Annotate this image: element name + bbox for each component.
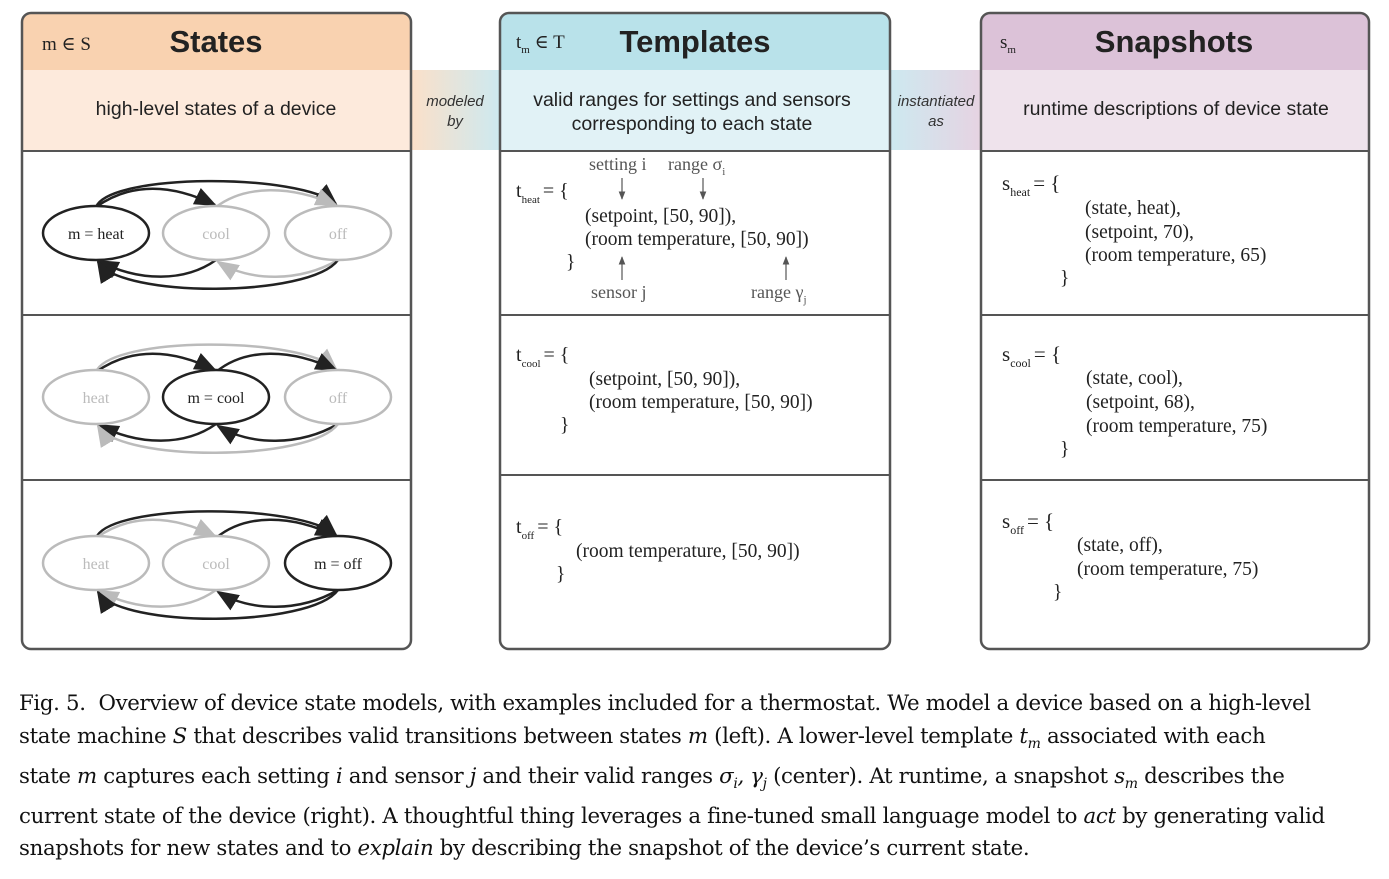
state-node-off [283, 534, 393, 592]
snapshots-subtitle: runtime descriptions of device state [1023, 98, 1329, 120]
template-cool-line2: (room temperature, [50, 90]) [589, 392, 813, 413]
state-node-off [283, 368, 393, 426]
state-label: heat [83, 390, 110, 407]
snapshot-cool-line2: (setpoint, 68), [1086, 392, 1195, 413]
state-label: off [329, 390, 348, 407]
caption-line-5: snapshots for new states and to explain … [19, 836, 1030, 862]
templates-title: Templates [619, 24, 770, 59]
annotation-sensor-j: sensor j [591, 282, 647, 302]
state-machine-off: heat cool m = off [41, 510, 393, 620]
snapshot-off-line1: (state, off), [1077, 535, 1163, 556]
snapshot-off: soff= { (state, off), (room temperature,… [1002, 509, 1258, 603]
snapshot-cool-name: scool= { [1002, 342, 1061, 370]
template-cool: tcool= { (setpoint, [50, 90]), (room tem… [516, 344, 813, 436]
snapshot-heat-line3: (room temperature, 65) [1085, 245, 1266, 266]
template-heat: theat= { setting i range σi (setpoint, [… [516, 154, 809, 306]
state-label: cool [202, 226, 230, 243]
templates-symbol: tm ∈ T [516, 32, 565, 56]
states-subtitle: high-level states of a device [96, 98, 337, 120]
state-node-cool [161, 368, 271, 426]
caption-line-3: state m captures each setting i and sens… [19, 763, 1285, 792]
template-heat-line2: (room temperature, [50, 90]) [585, 229, 809, 250]
state-node-heat [41, 204, 151, 262]
state-label: heat [83, 556, 110, 573]
annotation-range-sigma: range σi [668, 154, 725, 178]
template-cool-name: tcool= { [516, 344, 569, 370]
state-node-cool [161, 204, 271, 262]
state-node-heat [41, 368, 151, 426]
template-cool-line1: (setpoint, [50, 90]), [589, 369, 740, 390]
state-node-heat [41, 534, 151, 592]
snapshot-heat-name: sheat= { [1002, 171, 1060, 199]
state-label: m = heat [68, 226, 125, 243]
state-node-cool [161, 534, 271, 592]
snapshot-cool: scool= { (state, cool), (setpoint, 68), … [1002, 342, 1267, 460]
template-off: toff= { (room temperature, [50, 90]) } [516, 516, 800, 585]
modeled-by-connector: modeled by [411, 70, 500, 150]
instantiated-as-connector: instantiated as [890, 70, 981, 150]
templates-subtitle-line2: corresponding to each state [572, 113, 813, 135]
snapshot-off-close: } [1053, 582, 1062, 603]
snapshot-cool-close: } [1060, 439, 1069, 460]
template-off-name: toff= { [516, 516, 563, 542]
snapshot-cool-line3: (room temperature, 75) [1086, 416, 1267, 437]
snapshots-symbol: sm [1000, 32, 1016, 56]
snapshot-heat: sheat= { (state, heat), (setpoint, 70), … [1002, 171, 1266, 289]
caption-line-4: current state of the device (right). A t… [19, 803, 1325, 829]
annotation-setting-i: setting i [589, 154, 647, 174]
states-symbol: m ∈ S [42, 34, 91, 55]
state-node-off [283, 204, 393, 262]
template-cool-close: } [560, 415, 569, 436]
state-label: off [329, 226, 348, 243]
instantiated-as-label-1: instantiated [898, 93, 975, 110]
modeled-by-label-2: by [447, 113, 464, 130]
template-heat-close: } [566, 252, 575, 273]
annotation-range-gamma: range γj [751, 282, 807, 306]
state-label: m = cool [187, 390, 245, 407]
snapshot-off-name: soff= { [1002, 509, 1054, 537]
figure-caption: Fig. 5. Overview of device state models,… [19, 688, 1375, 866]
template-heat-line1: (setpoint, [50, 90]), [585, 206, 736, 227]
state-label: m = off [314, 556, 363, 573]
snapshot-heat-line1: (state, heat), [1085, 198, 1181, 219]
states-title: States [169, 24, 262, 59]
states-panel: m ∈ S States high-level states of a devi… [20, 11, 413, 651]
snapshots-panel: sm Snapshots runtime descriptions of dev… [979, 11, 1371, 651]
template-off-line1: (room temperature, [50, 90]) [576, 541, 800, 562]
state-label: cool [202, 556, 230, 573]
state-machine-heat: m = heat cool off [41, 179, 393, 290]
snapshot-heat-line2: (setpoint, 70), [1085, 222, 1194, 243]
caption-line-1: Fig. 5. Overview of device state models,… [19, 691, 1311, 716]
snapshots-title: Snapshots [1095, 24, 1253, 59]
snapshot-heat-close: } [1060, 268, 1069, 289]
templates-panel: tm ∈ T Templates valid ranges for settin… [498, 11, 892, 651]
device-state-model-diagram: modeled by instantiated as m ∈ S States … [20, 11, 1371, 651]
snapshot-off-line2: (room temperature, 75) [1077, 559, 1258, 580]
templates-subtitle-line1: valid ranges for settings and sensors [533, 89, 851, 111]
snapshot-cool-line1: (state, cool), [1086, 368, 1183, 389]
template-off-close: } [556, 564, 565, 585]
instantiated-as-label-2: as [928, 113, 944, 130]
template-heat-name: theat= { [516, 180, 569, 206]
state-machine-cool: heat m = cool off [41, 343, 393, 454]
modeled-by-label-1: modeled [426, 93, 484, 110]
caption-line-2: state machine S that describes valid tra… [19, 723, 1266, 752]
caption-label: Fig. 5. [19, 691, 86, 716]
